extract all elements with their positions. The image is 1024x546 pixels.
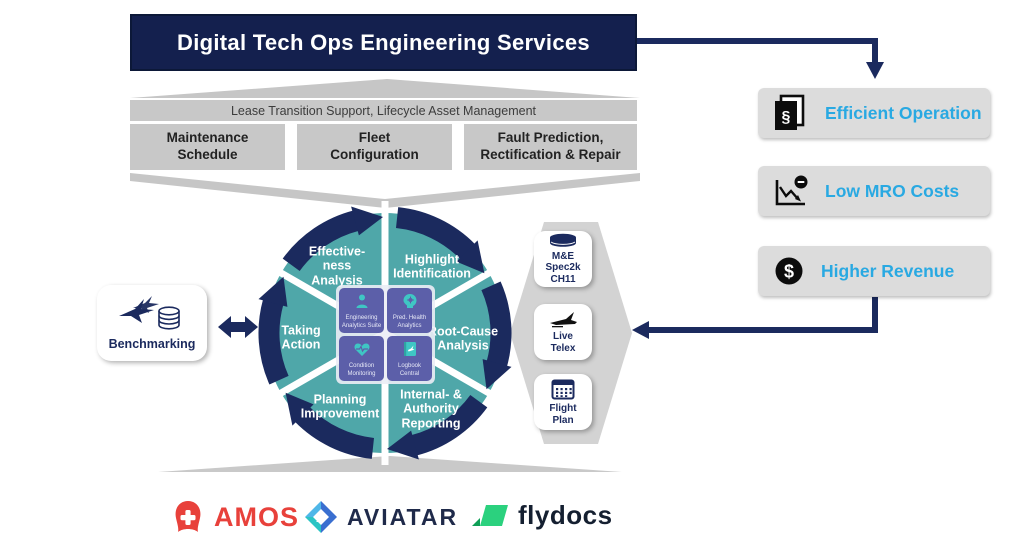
wheel-segment-taking-action: Taking Action bbox=[281, 323, 321, 352]
benefit-low-mro-costs: Low MRO Costs bbox=[758, 166, 990, 216]
arrow-title-to-benefits bbox=[632, 38, 878, 63]
aviatar-logo-text: AVIATAR bbox=[347, 503, 459, 530]
benchmarking-wheel-arrow bbox=[218, 316, 258, 338]
lease-band: Lease Transition Support, Lifecycle Asse… bbox=[130, 100, 637, 121]
logo-aviatar: AVIATAR bbox=[303, 499, 458, 535]
process-wheel bbox=[258, 201, 512, 465]
data-source-me-spec2k: M&E Spec2k CH11 bbox=[534, 231, 592, 287]
airplane-icon bbox=[550, 312, 577, 328]
flydocs-logo-icon bbox=[472, 505, 508, 526]
engineering-analytics-icon bbox=[356, 294, 367, 308]
wheel-segment-internal-authority-reporting: Internal- & Authority Reporting bbox=[400, 387, 462, 431]
foundation-box-maintenance-schedule: Maintenance Schedule bbox=[130, 124, 285, 170]
amos-logo-icon bbox=[175, 501, 201, 532]
data-source-label: M&E Spec2k CH11 bbox=[545, 250, 581, 285]
title-banner: Digital Tech Ops Engineering Services bbox=[130, 14, 637, 71]
benefit-label: Efficient Operation bbox=[825, 102, 982, 123]
tile-label: Condition Monitoring bbox=[347, 363, 376, 377]
flydocs-logo-text: flydocs bbox=[518, 499, 613, 530]
data-source-label: Flight Plan bbox=[549, 403, 577, 426]
data-source-live-telex: Live Telex bbox=[534, 304, 592, 360]
tile-condition-monitoring: Condition Monitoring bbox=[339, 336, 384, 381]
wheel-arrow-head bbox=[285, 392, 314, 426]
wheel-segment-effectiveness-analysis: Effective- ness Analysis bbox=[308, 244, 366, 288]
svg-text:§: § bbox=[782, 109, 791, 126]
database-disk-icon bbox=[550, 233, 576, 247]
arrow-benefits-to-data-sources bbox=[648, 297, 878, 333]
logbook-central-icon bbox=[403, 342, 416, 356]
wheel-arrow-head bbox=[387, 430, 419, 460]
funnel-shape-bottom bbox=[158, 456, 622, 472]
condition-monitoring-icon bbox=[353, 343, 370, 356]
section-document-icon: § bbox=[775, 94, 805, 130]
tile-label: Logbook Central bbox=[397, 363, 422, 377]
foundation-box-label: Fleet Configuration bbox=[330, 130, 419, 162]
wheel-arrow-head bbox=[456, 240, 485, 274]
amos-logo-text: AMOS bbox=[214, 501, 299, 532]
tile-logbook-central: Logbook Central bbox=[387, 336, 432, 381]
dollar-circle-icon: $ bbox=[775, 257, 803, 285]
aviatar-logo-icon bbox=[305, 501, 337, 533]
logo-flydocs: flydocs bbox=[468, 499, 613, 531]
wheel-arrow-arc bbox=[258, 299, 289, 385]
lease-band-label: Lease Transition Support, Lifecycle Asse… bbox=[230, 103, 537, 118]
wheel-arrow-head bbox=[482, 359, 512, 390]
app-tile-cluster: Engineering Analytics Suite Pred. Health… bbox=[336, 285, 435, 384]
declining-chart-icon bbox=[775, 175, 808, 206]
foundation-box-fault-prediction: Fault Prediction, Rectification & Repair bbox=[464, 124, 637, 170]
tile-label: Pred. Health Analytics bbox=[392, 315, 427, 329]
foundation-box-label: Maintenance Schedule bbox=[166, 130, 249, 162]
funnel-shape-top bbox=[130, 79, 640, 98]
foundation-box-label: Fault Prediction, Rectification & Repair bbox=[480, 130, 621, 162]
arrow-benefits-to-data-sources-head bbox=[632, 321, 649, 339]
logo-amos: AMOS bbox=[170, 498, 299, 536]
data-source-label: Live Telex bbox=[550, 331, 576, 354]
data-source-flight-plan: Flight Plan bbox=[534, 374, 592, 430]
page-title: Digital Tech Ops Engineering Services bbox=[177, 29, 590, 55]
flight-plan-grid-icon bbox=[551, 379, 575, 400]
tile-engineering-analytics-suite: Engineering Analytics Suite bbox=[339, 288, 384, 333]
benchmarking-label: Benchmarking bbox=[108, 337, 196, 352]
benefit-label: Higher Revenue bbox=[821, 260, 955, 281]
arrow-title-to-benefits-head bbox=[866, 62, 884, 79]
wheel-arrow-arc bbox=[481, 281, 512, 367]
wheel-arrow-arc bbox=[294, 406, 375, 459]
tile-pred-health-analytics: Pred. Health Analytics bbox=[387, 288, 432, 333]
benefit-higher-revenue: $ Higher Revenue bbox=[758, 246, 990, 296]
pred-health-analytics-icon bbox=[403, 294, 416, 308]
foundation-box-fleet-configuration: Fleet Configuration bbox=[297, 124, 452, 170]
tile-label: Engineering Analytics Suite bbox=[341, 315, 382, 329]
wheel-arrow-arc bbox=[411, 394, 488, 456]
benchmarking-box: Benchmarking bbox=[97, 285, 207, 361]
benefit-label: Low MRO Costs bbox=[825, 180, 960, 201]
wheel-arrow-head bbox=[258, 276, 288, 307]
benchmarking-aircraft-database-icon bbox=[119, 296, 180, 330]
wheel-segment-highlight-identification: Highlight Identification bbox=[393, 252, 471, 281]
wheel-arrow-arc bbox=[395, 207, 476, 260]
benefit-efficient-operation: § Efficient Operation bbox=[758, 88, 990, 138]
wheel-segment-root-cause-analysis: Root-Cause Analysis bbox=[427, 324, 499, 353]
wheel-arrow-arc bbox=[282, 210, 359, 272]
wheel-arrow-head bbox=[351, 206, 383, 236]
wheel-segment-planning-improvement: Planning Improvement bbox=[300, 392, 380, 421]
svg-text:$: $ bbox=[784, 262, 794, 282]
